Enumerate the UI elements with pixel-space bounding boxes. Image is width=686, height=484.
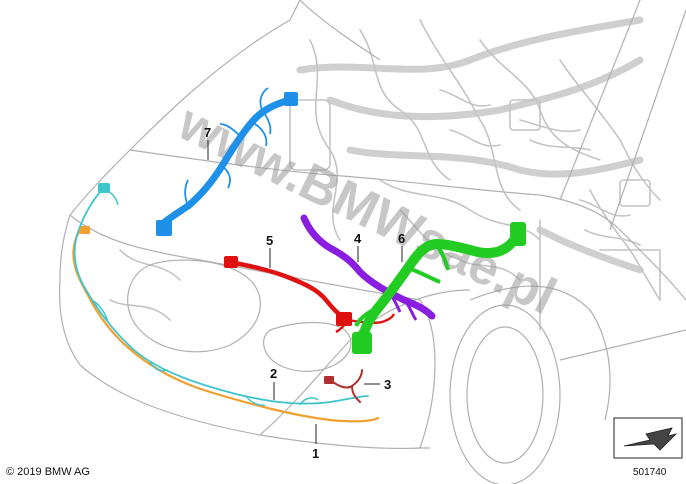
harness-1-connector	[80, 226, 90, 234]
harness-5-connector	[224, 256, 238, 268]
reference-number: 501740	[633, 467, 667, 478]
callout-7-label: 7	[204, 125, 211, 140]
harness-5-junction	[336, 312, 352, 326]
callout-5-label: 5	[266, 233, 273, 248]
car-body-outline	[58, 0, 686, 484]
harness-6-branch	[354, 242, 450, 327]
harness-2	[73, 183, 369, 406]
callout-4-label: 4	[354, 231, 362, 246]
harness-5-path	[227, 259, 351, 323]
harness-5	[224, 256, 396, 334]
harness-3-connector	[324, 376, 334, 384]
callout-1: 1	[312, 424, 319, 461]
harness-7-branch	[184, 87, 272, 207]
harness-7-connector	[156, 220, 172, 236]
callout-6: 6	[398, 231, 405, 262]
callout-2-label: 2	[270, 366, 277, 381]
harness-4-path	[300, 214, 436, 320]
harness-3	[324, 369, 363, 403]
arrow-box-icon	[613, 417, 683, 459]
harness-7-end	[284, 92, 298, 106]
callout-3-label: 3	[384, 377, 391, 392]
callout-3: 3	[364, 377, 391, 392]
callout-7: 7	[204, 125, 211, 160]
callout-1-label: 1	[312, 446, 319, 461]
harness-2-connector	[98, 183, 110, 193]
callout-6-label: 6	[398, 231, 405, 246]
harness-2-branch	[91, 187, 319, 406]
harness-6	[352, 222, 526, 354]
harness-6-connector	[352, 332, 372, 354]
callout-4: 4	[354, 231, 362, 262]
callout-5: 5	[266, 233, 273, 268]
callout-2: 2	[270, 366, 277, 400]
background-wiring	[109, 16, 661, 331]
harness-7	[156, 87, 298, 236]
harness-6-end	[510, 222, 526, 246]
harness-3-path	[329, 369, 363, 403]
copyright-text: © 2019 BMW AG	[6, 466, 90, 478]
harness-2-path	[73, 187, 369, 405]
